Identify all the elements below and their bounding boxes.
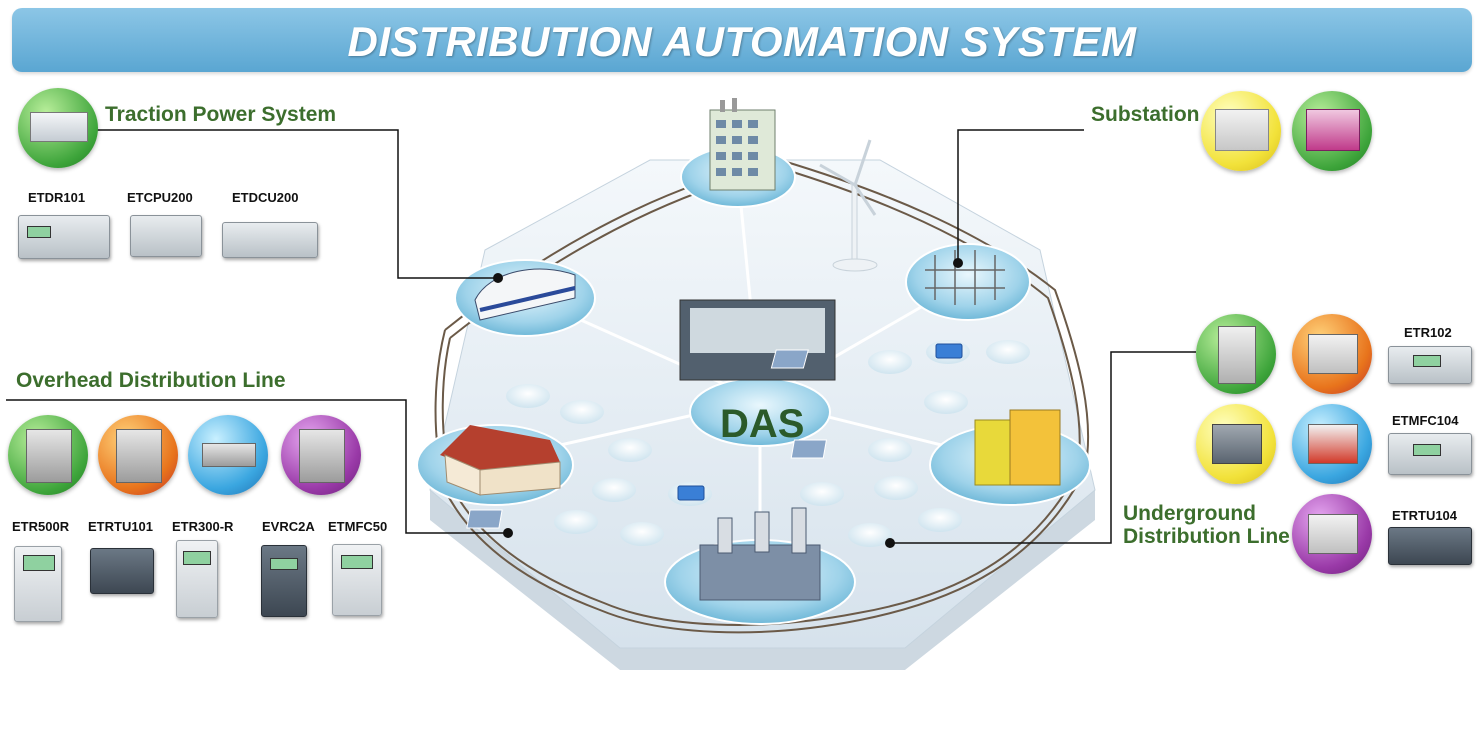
etr300r-device-icon: [176, 540, 218, 618]
hub-building: [680, 98, 796, 208]
etr500r-device-icon: [14, 546, 62, 622]
substation-switchgear-icon: [1201, 91, 1281, 171]
model-label: ETMFC50: [328, 519, 388, 534]
model-label: ETR500R: [12, 519, 70, 534]
etcpu200-device-icon: [130, 215, 202, 257]
callout-lines: [6, 129, 1196, 544]
model-label: ETDCU200: [232, 190, 299, 205]
solar-panel-icon: [466, 349, 828, 529]
battery-icon: [677, 343, 963, 501]
switchgear-icon: [1196, 404, 1276, 484]
model-label: ETRTU104: [1392, 508, 1458, 523]
hub-house: [416, 424, 574, 506]
das-label: DAS: [720, 402, 805, 446]
title-banner: DISTRIBUTION AUTOMATION SYSTEM: [12, 8, 1472, 72]
model-label: EVRC2A: [262, 519, 315, 534]
etmfc104-device-icon: [1388, 433, 1472, 475]
hub-train: [454, 259, 596, 337]
etdcu200-device-icon: [222, 222, 318, 258]
etmfc50-device-icon: [332, 544, 382, 616]
switchgear-icon: [1196, 314, 1276, 394]
recloser-icon: [8, 415, 88, 495]
small-nodes: [506, 340, 1030, 547]
substation-switchgear-icon: [1292, 91, 1372, 171]
model-label: ETR300-R: [172, 519, 234, 534]
traction-heading: Traction Power System: [105, 103, 337, 126]
etdr101-device-icon: [18, 215, 110, 259]
underground-heading-line2: Distribution Line: [1123, 525, 1290, 548]
etr102-device-icon: [1388, 346, 1472, 384]
model-label: ETDR101: [28, 190, 86, 205]
hub-commercial: [929, 409, 1091, 506]
switchgear-icon: [1292, 494, 1372, 574]
underground-heading-line1: Underground: [1123, 502, 1256, 525]
etrtu101-device-icon: [90, 548, 154, 594]
switchgear-icon: [1292, 404, 1372, 484]
page-title: DISTRIBUTION AUTOMATION SYSTEM: [347, 18, 1137, 65]
model-label: ETMFC104: [1392, 413, 1459, 428]
model-label: ETRTU101: [88, 519, 154, 534]
recloser-icon: [281, 415, 361, 495]
recloser-icon: [98, 415, 178, 495]
callout-dots: [493, 258, 963, 548]
traction-switchgear-icon: [18, 88, 98, 168]
model-label: ETR102: [1404, 325, 1452, 340]
hub-substation: [905, 243, 1031, 321]
wind-turbine-icon: [819, 139, 878, 272]
hub-factory: [664, 507, 856, 625]
evrc2a-device-icon: [261, 545, 307, 617]
substation-heading: Substation: [1091, 103, 1200, 126]
hub-control-center: [679, 299, 836, 447]
etrtu104-device-icon: [1388, 527, 1472, 565]
sectionalizer-icon: [188, 415, 268, 495]
switchgear-icon: [1292, 314, 1372, 394]
model-label: ETCPU200: [127, 190, 193, 205]
overhead-heading: Overhead Distribution Line: [16, 369, 286, 392]
